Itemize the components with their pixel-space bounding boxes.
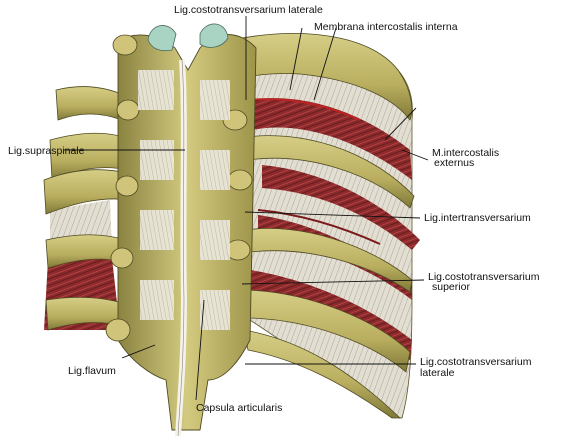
label-lig-costotransversarium-superior-line2: superior — [432, 281, 470, 293]
label-lig-costotransversarium-superior-line1: Lig.costotransversarium — [428, 271, 540, 283]
label-m-intercostalis-externus-line1: M.intercostalis — [432, 147, 500, 159]
vertebral-column — [105, 23, 257, 437]
label-capsula-articularis: Capsula articularis — [196, 402, 283, 414]
label-lig-costotransversarium-laterale-top: Lig.costotransversarium laterale — [174, 4, 323, 16]
right-thoracic-wall — [231, 33, 420, 419]
label-membrana-intercostalis-interna: Membrana intercostalis interna — [314, 21, 458, 33]
label-m-intercostalis-externus-line2: externus — [434, 157, 475, 169]
label-lig-flavum: Lig.flavum — [68, 365, 116, 377]
leader-lines — [64, 16, 429, 401]
label-lig-costotransversarium-laterale-bottom-line1: Lig.costotransversarium — [420, 356, 532, 368]
label-lig-intertransversarium: Lig.intertransversarium — [424, 212, 531, 224]
label-lig-costotransversarium-laterale-bottom-line2: laterale — [420, 367, 455, 379]
label-lig-supraspinale: Lig.supraspinale — [8, 145, 85, 157]
